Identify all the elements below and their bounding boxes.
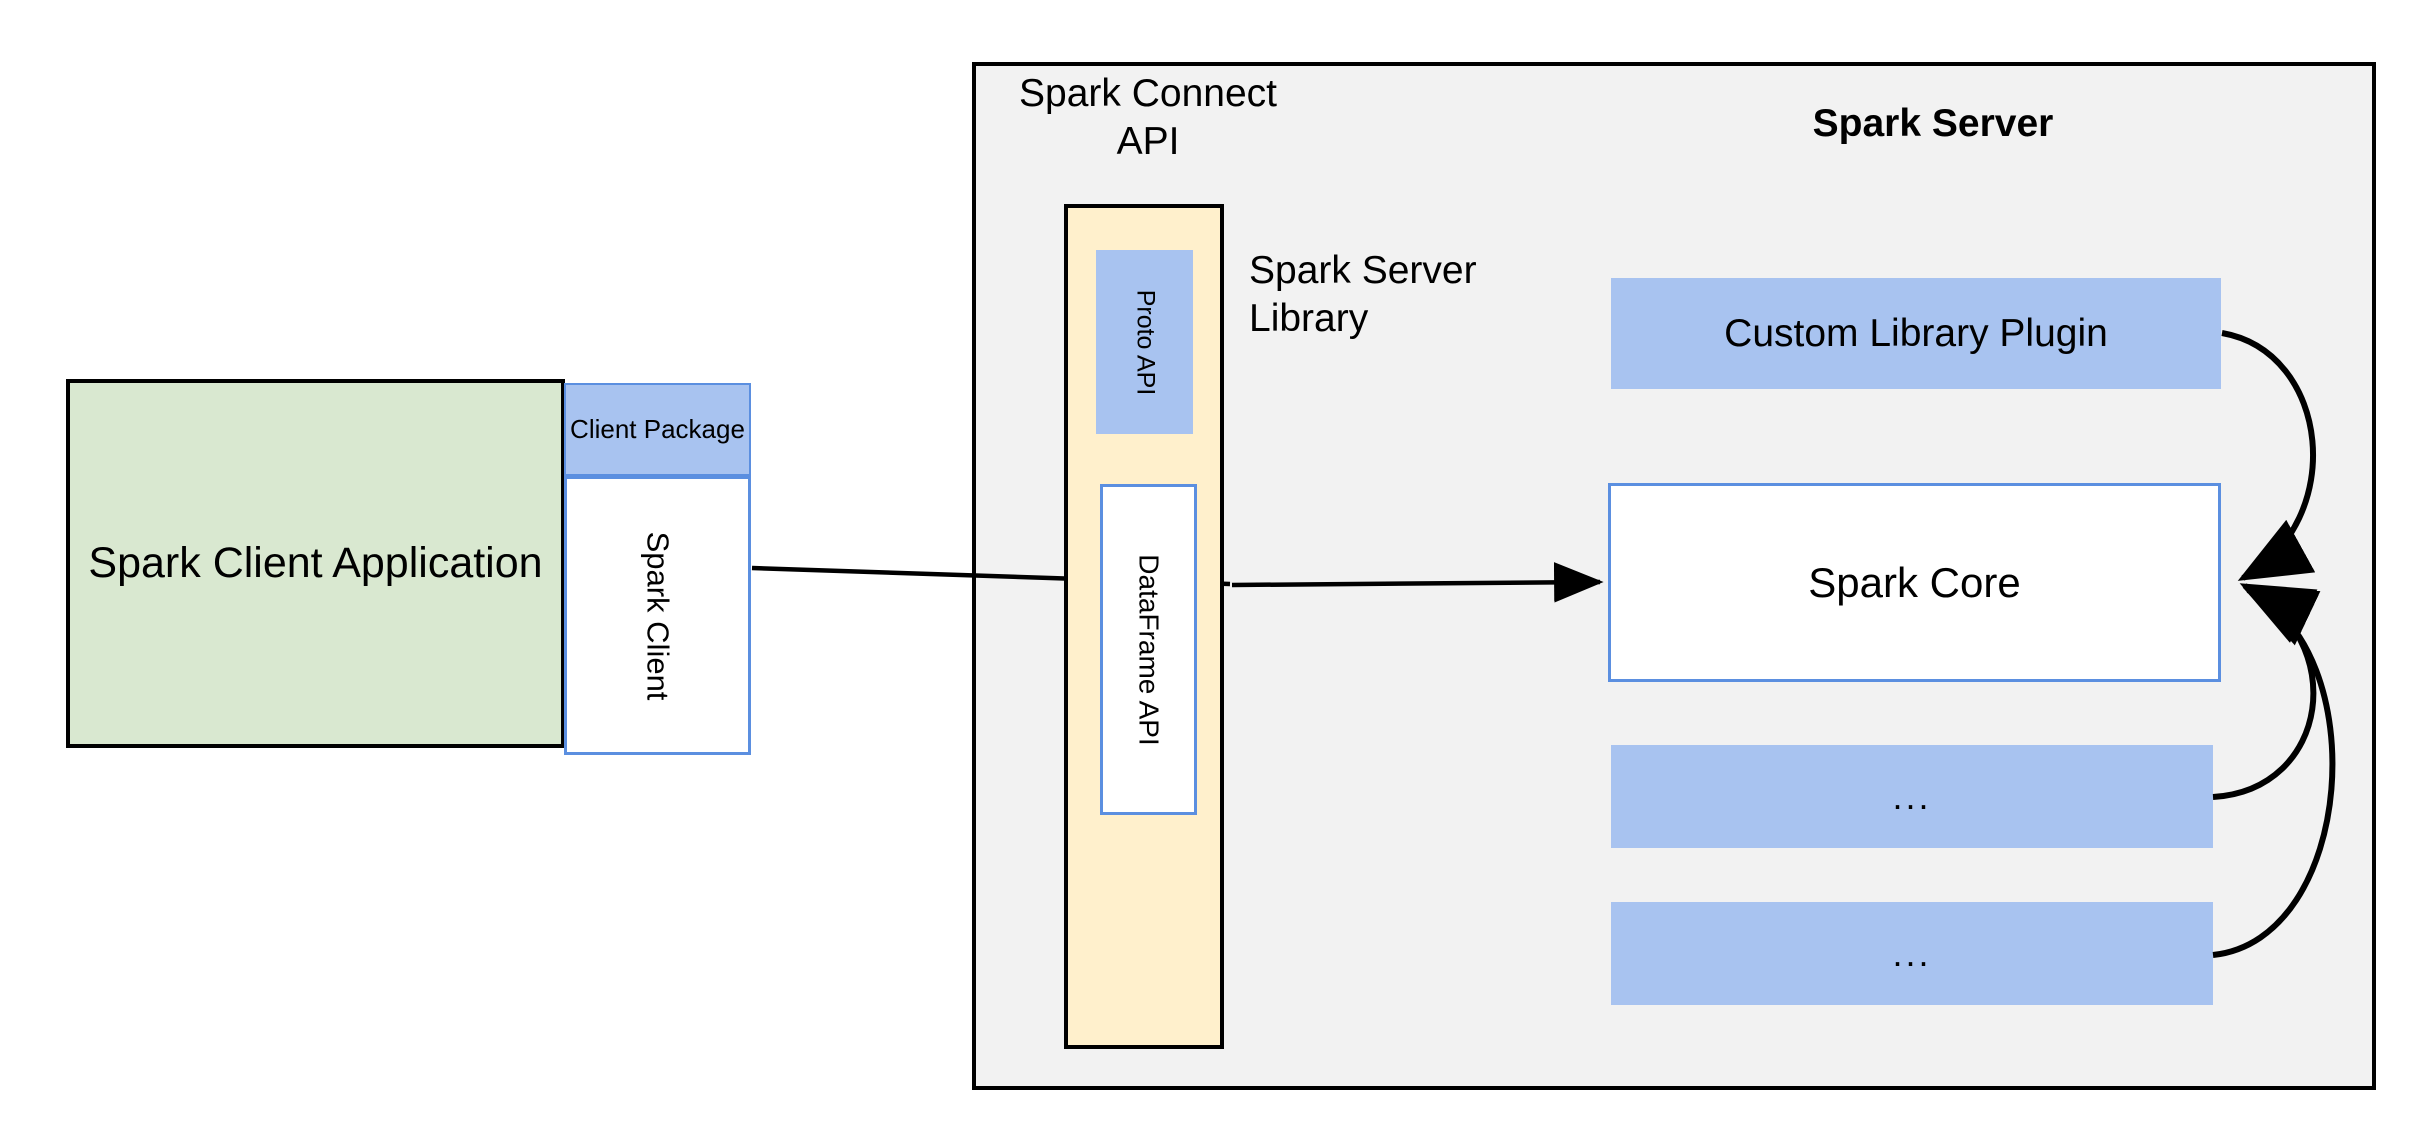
spark-client-application-box: Spark Client Application: [66, 379, 565, 748]
proto-api-label: Proto API: [1131, 289, 1159, 395]
spark-core-label: Spark Core: [1808, 558, 2021, 606]
spark-server-library-caption: Spark Server Library: [1249, 249, 1477, 340]
client-package-label: Client Package: [570, 414, 745, 445]
custom-library-plugin-label: Custom Library Plugin: [1724, 311, 2108, 355]
ellipsis-box-one: ...: [1611, 745, 2213, 848]
spark-client-box: Spark Client: [564, 476, 751, 755]
ellipsis-box-two: ...: [1611, 902, 2213, 1005]
spark-core-box: Spark Core: [1608, 483, 2221, 682]
spark-server-title: Spark Server: [1812, 102, 2054, 145]
spark-client-label: Spark Client: [640, 531, 676, 700]
dataframe-api-box: DataFrame API: [1100, 484, 1197, 815]
spark-client-application-label: Spark Client Application: [88, 538, 543, 587]
proto-api-box: Proto API: [1096, 250, 1193, 434]
ellipsis-label-two: ...: [1892, 932, 1932, 974]
dataframe-api-label: DataFrame API: [1133, 553, 1165, 746]
client-package-box: Client Package: [564, 383, 751, 476]
custom-library-plugin-box: Custom Library Plugin: [1611, 278, 2221, 389]
spark-connect-api-caption: Spark Connect API: [1019, 72, 1277, 163]
ellipsis-label-one: ...: [1892, 775, 1932, 817]
